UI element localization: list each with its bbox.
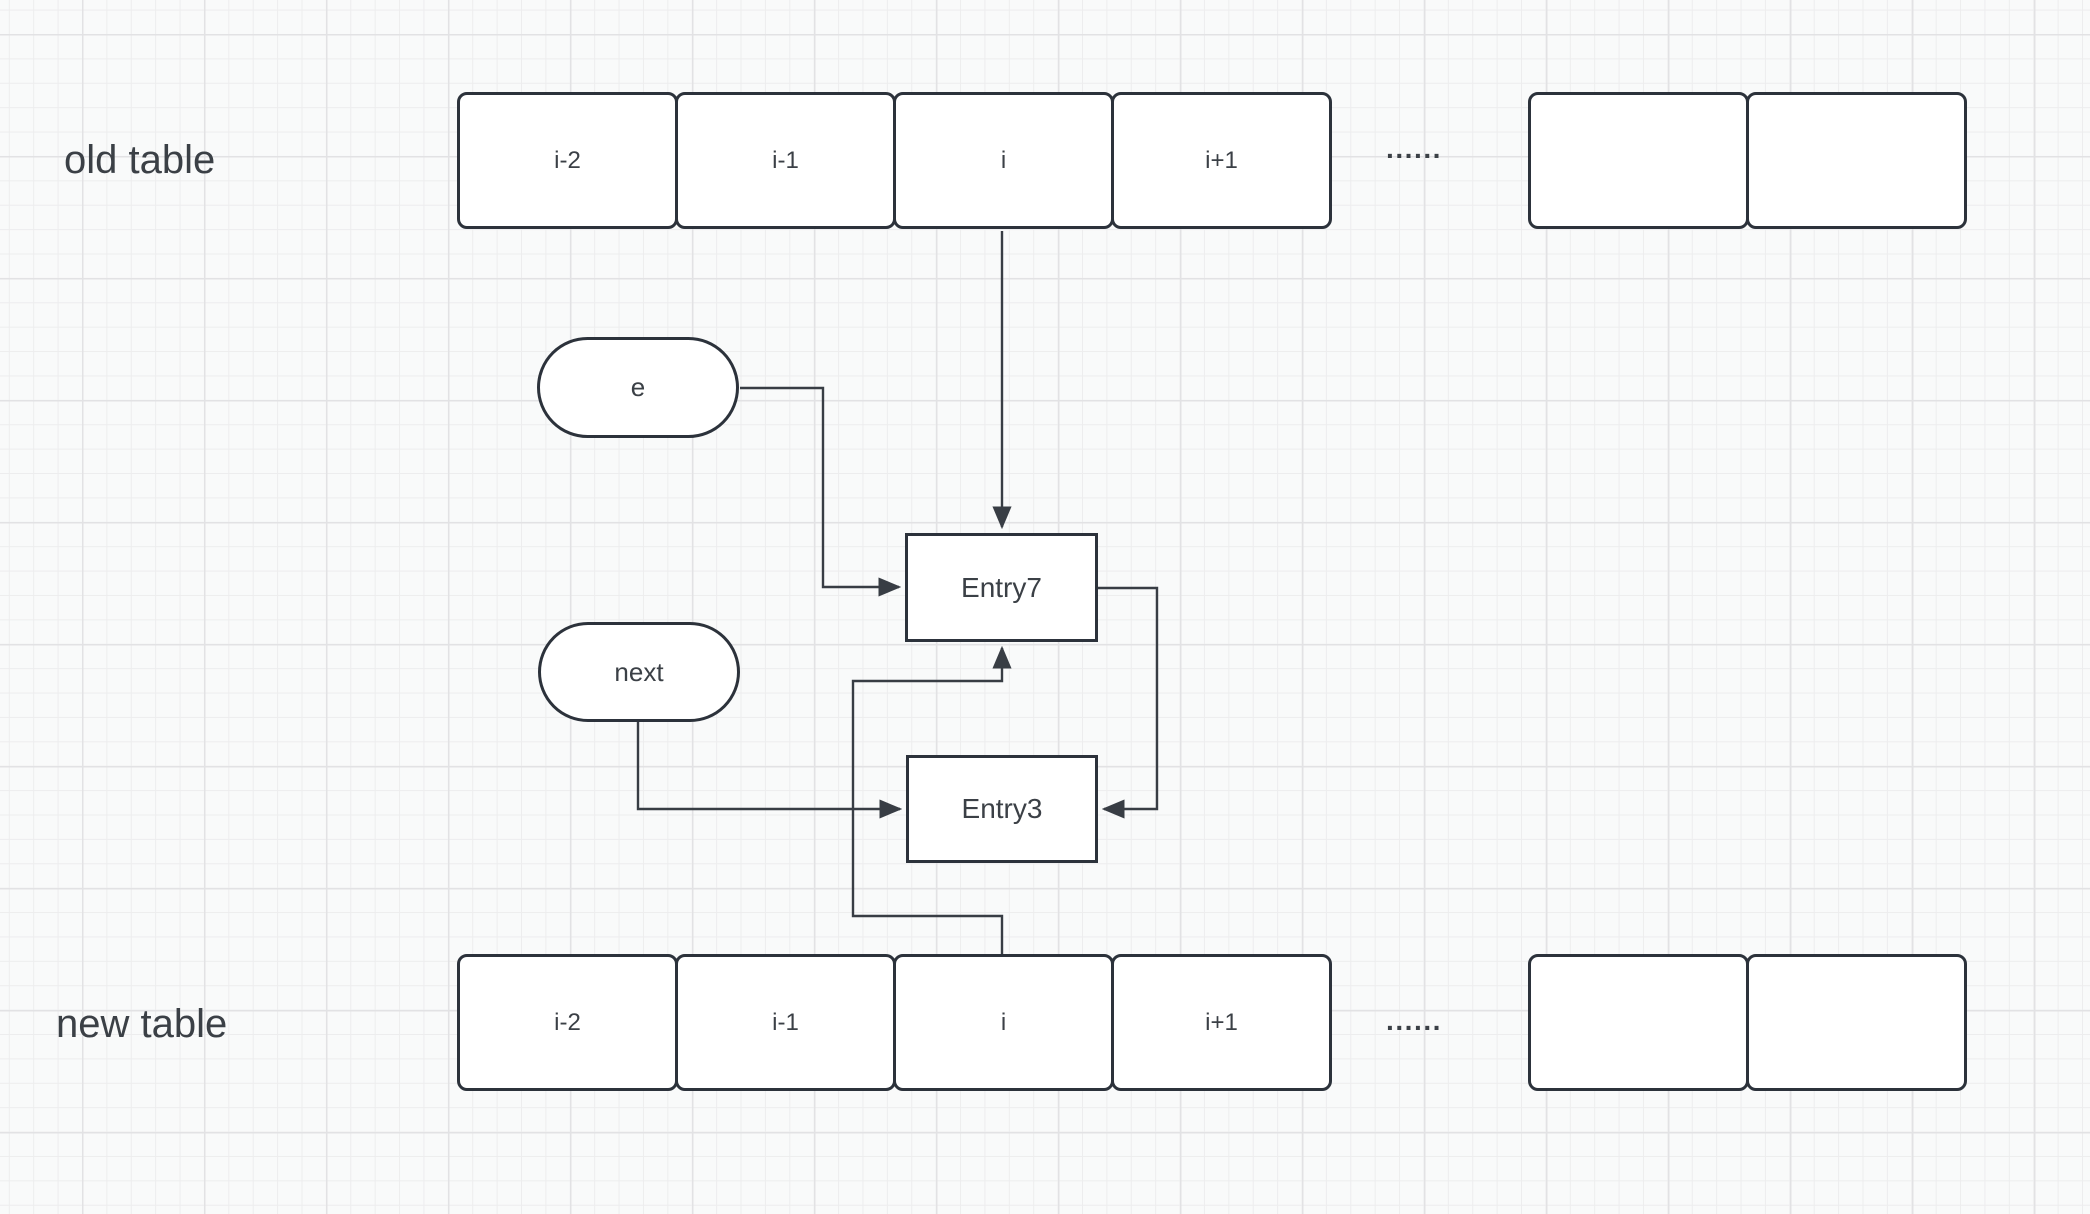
old-table-ellipsis: ······ bbox=[1386, 140, 1442, 171]
node-e[interactable]: e bbox=[537, 337, 739, 438]
new-table-cell-i-1[interactable]: i-1 bbox=[675, 954, 896, 1091]
new-table-cell-i-plus-1[interactable]: i+1 bbox=[1111, 954, 1332, 1091]
cell-label: i-1 bbox=[772, 146, 799, 174]
old-table-tail-cell-1[interactable] bbox=[1528, 92, 1749, 229]
node-label: Entry3 bbox=[961, 793, 1043, 824]
old-table-tail-cell-2[interactable] bbox=[1746, 92, 1967, 229]
node-next[interactable]: next bbox=[538, 622, 740, 722]
new-table-ellipsis: ······ bbox=[1386, 1012, 1442, 1043]
new-table-tail-cell-2[interactable] bbox=[1746, 954, 1967, 1091]
new-table-cell-i-2[interactable]: i-2 bbox=[457, 954, 678, 1091]
old-table-cell-i-plus-1[interactable]: i+1 bbox=[1111, 92, 1332, 229]
node-label: Entry7 bbox=[961, 571, 1042, 603]
old-table-cell-i[interactable]: i bbox=[893, 92, 1114, 229]
node-entry3[interactable]: Entry3 bbox=[906, 755, 1098, 863]
new-table-label[interactable]: new table bbox=[56, 1002, 228, 1046]
cell-label: i+1 bbox=[1205, 146, 1238, 174]
edge-new-i-to-entry7[interactable] bbox=[851, 645, 1012, 954]
edge-entry7-to-entry3[interactable] bbox=[1098, 586, 1159, 819]
cell-label: i bbox=[1000, 146, 1007, 174]
node-entry7[interactable]: Entry7 bbox=[905, 533, 1098, 642]
cell-label: i-2 bbox=[554, 1008, 581, 1036]
old-table-cell-i-1[interactable]: i-1 bbox=[675, 92, 896, 229]
cell-label: i-2 bbox=[554, 146, 581, 174]
cell-label: i bbox=[1000, 1008, 1007, 1036]
edge-e-to-entry7[interactable] bbox=[740, 386, 902, 597]
new-table-cell-i[interactable]: i bbox=[893, 954, 1114, 1091]
node-label: e bbox=[630, 372, 646, 402]
edge-next-to-entry3[interactable] bbox=[636, 722, 903, 819]
old-table-label[interactable]: old table bbox=[64, 138, 216, 182]
cell-label: i+1 bbox=[1205, 1008, 1238, 1036]
old-table-cell-i-2[interactable]: i-2 bbox=[457, 92, 678, 229]
new-table-tail-cell-1[interactable] bbox=[1528, 954, 1749, 1091]
node-label: next bbox=[614, 656, 664, 687]
cell-label: i-1 bbox=[772, 1008, 799, 1036]
